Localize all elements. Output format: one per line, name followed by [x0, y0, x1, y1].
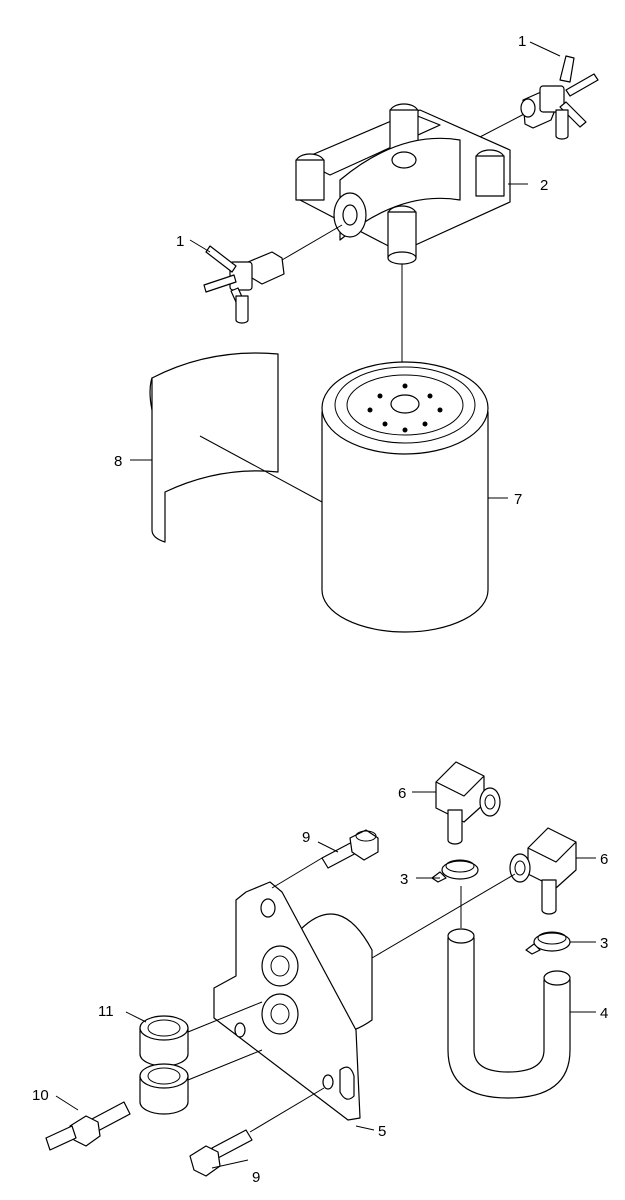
part-8-label-sheet	[149, 352, 323, 543]
part-9-bolt-upper	[321, 829, 379, 869]
part-6-elbow-fitting-upper	[435, 761, 501, 845]
callout-3-lower: 3	[600, 935, 608, 952]
callout-9-lower: 9	[252, 1169, 260, 1186]
part-1-drain-valve-lower	[203, 224, 343, 324]
part-5-mounting-bracket	[213, 881, 373, 1121]
part-1-drain-valve-upper	[477, 55, 599, 140]
part-6-elbow-fitting-lower	[509, 827, 577, 915]
callout-5: 5	[378, 1123, 386, 1140]
callout-6-upper: 6	[398, 785, 406, 802]
callout-2: 2	[540, 177, 548, 194]
callout-10: 10	[32, 1087, 49, 1104]
part-4-fuel-hose	[447, 928, 571, 1099]
callout-8: 8	[114, 453, 122, 470]
callout-11: 11	[98, 1003, 114, 1020]
callout-1-lower: 1	[176, 233, 184, 250]
callout-6-lower: 6	[600, 851, 608, 868]
part-3-hose-clamp-lower	[525, 931, 571, 955]
callout-7: 7	[514, 491, 522, 508]
callout-1-upper: 1	[518, 33, 526, 50]
part-7-fuel-filter	[321, 361, 489, 633]
part-10-banjo-fitting	[45, 1101, 131, 1151]
callout-9-upper: 9	[302, 829, 310, 846]
part-2-filter-head	[295, 103, 511, 265]
part-3-hose-clamp-upper	[431, 859, 479, 883]
callout-3-upper: 3	[400, 871, 408, 888]
part-9-bolt-lower	[189, 1129, 253, 1177]
callout-4: 4	[600, 1005, 608, 1022]
part-11-seal-rings	[139, 1015, 189, 1115]
